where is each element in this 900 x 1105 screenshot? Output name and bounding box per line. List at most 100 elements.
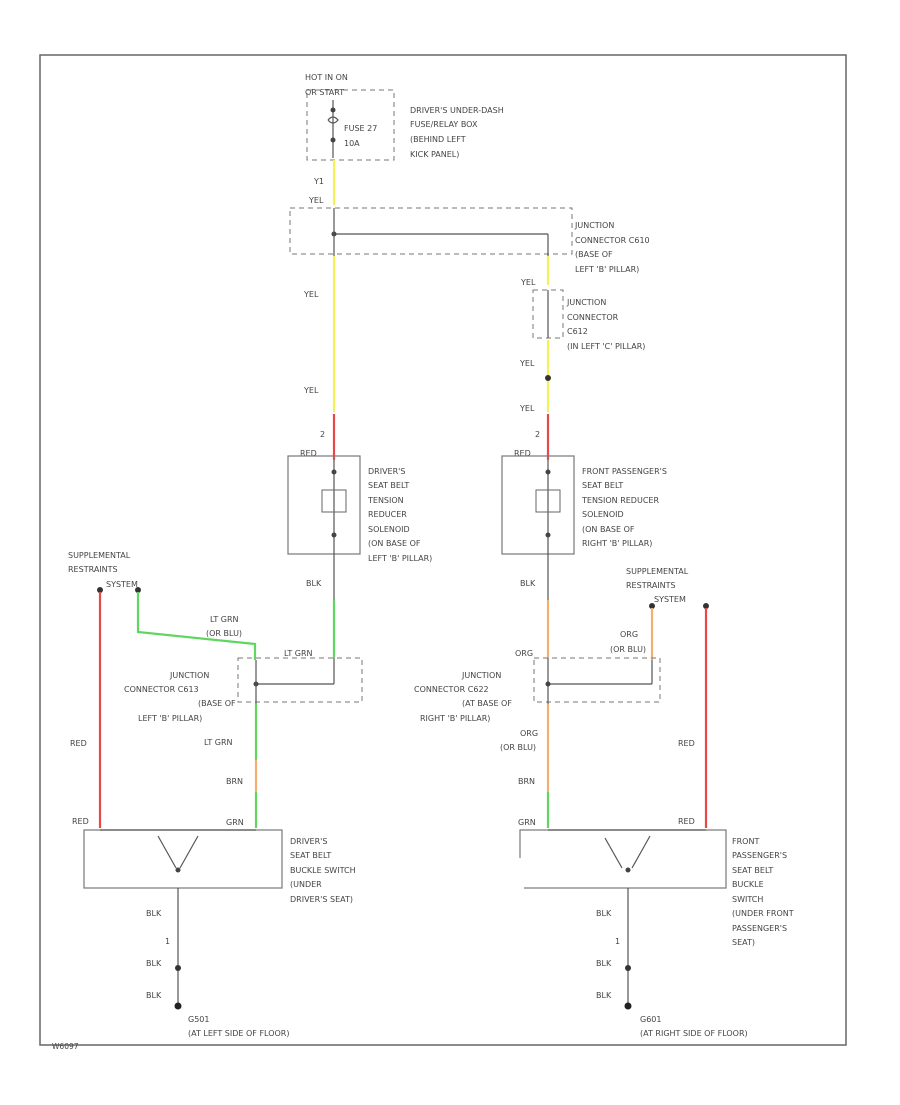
orblu-label-srs-right: (OR BLU) bbox=[610, 645, 646, 654]
orblu-label-c622-bottom: (OR BLU) bbox=[500, 743, 536, 752]
right-yel-splice bbox=[545, 375, 551, 381]
srs-right-pin-org bbox=[649, 603, 655, 609]
srs-right-label-2: RESTRAINTS bbox=[626, 581, 676, 590]
fusebox-label-3: (BEHIND LEFT bbox=[410, 135, 466, 144]
pass-switch-node bbox=[625, 867, 631, 873]
brn-label-drv: BRN bbox=[226, 777, 243, 786]
pass-switch-label-5: SWITCH bbox=[732, 895, 763, 904]
srs-left-pin-red bbox=[97, 587, 103, 593]
c610-label-2: CONNECTOR C610 bbox=[575, 236, 650, 245]
drv-solenoid-coil bbox=[321, 489, 347, 513]
drv-switch-label-2: SEAT BELT bbox=[290, 851, 331, 860]
fusebox-label-1: DRIVER'S UNDER-DASH bbox=[410, 106, 504, 115]
drv-solenoid-node-top bbox=[331, 469, 337, 475]
drv-solenoid-label-5: SOLENOID bbox=[368, 525, 410, 534]
pass-switch-box-mask bbox=[516, 858, 524, 892]
yel-label-left-2: YEL bbox=[303, 386, 319, 395]
pass-solenoid-label-2: SEAT BELT bbox=[582, 481, 623, 490]
drv-solenoid-label-4: REDUCER bbox=[368, 510, 407, 519]
c613-label-1: JUNCTION bbox=[169, 671, 209, 680]
blk-label-drv-3: BLK bbox=[146, 991, 162, 1000]
orblu-label-srs: (OR BLU) bbox=[206, 629, 242, 638]
blk-label-pass-2: BLK bbox=[596, 959, 612, 968]
drv-solenoid-label-7: LEFT 'B' PILLAR) bbox=[368, 554, 432, 563]
srs-left-label-1: SUPPLEMENTAL bbox=[68, 551, 131, 560]
drv-switch-contact-2 bbox=[179, 835, 199, 869]
drv-solenoid-label-1: DRIVER'S bbox=[368, 467, 405, 476]
drv-switch-label-1: DRIVER'S bbox=[290, 837, 327, 846]
pass-solenoid-box bbox=[501, 455, 575, 555]
fuse-box-outline bbox=[306, 89, 395, 161]
ground-left-label-1: G501 bbox=[188, 1015, 209, 1024]
pass-ground-point bbox=[624, 1002, 632, 1010]
drv-solenoid-label-6: (ON BASE OF bbox=[368, 539, 421, 548]
pin-2-left: 2 bbox=[320, 430, 325, 439]
blk-label-pass-1: BLK bbox=[596, 909, 612, 918]
c613-outline bbox=[237, 657, 363, 703]
fuse-label: FUSE 27 bbox=[344, 124, 377, 133]
drv-switch-contact bbox=[157, 835, 177, 869]
fusebox-label-4: KICK PANEL) bbox=[410, 150, 459, 159]
ground-left-label-2: (AT LEFT SIDE OF FLOOR) bbox=[188, 1029, 290, 1038]
srs-left-pin-grn bbox=[135, 587, 141, 593]
c612-yel-top-label: YEL bbox=[520, 278, 536, 287]
diagram-frame bbox=[39, 54, 847, 1046]
c613-label-3: (BASE OF bbox=[198, 699, 236, 708]
srs-right-label-1: SUPPLEMENTAL bbox=[626, 567, 689, 576]
c610-yel-top-label: YEL bbox=[308, 196, 324, 205]
c613-label-4: LEFT 'B' PILLAR) bbox=[138, 714, 202, 723]
ltgrn-label-c613-top: LT GRN bbox=[284, 649, 313, 658]
srs-left-label-2: RESTRAINTS bbox=[68, 565, 118, 574]
c610-label-4: LEFT 'B' PILLAR) bbox=[575, 265, 639, 274]
pin-y1-label: Y1 bbox=[313, 177, 324, 186]
c622-node bbox=[545, 681, 551, 687]
ltgrn-label-srs: LT GRN bbox=[210, 615, 239, 624]
drv-ground-splice bbox=[175, 965, 181, 971]
c613-label-2: CONNECTOR C613 bbox=[124, 685, 199, 694]
c622-label-3: (AT BASE OF bbox=[462, 699, 512, 708]
red-label-srs-left-mid: RED bbox=[70, 739, 87, 748]
pass-ground-splice bbox=[625, 965, 631, 971]
pass-solenoid-node-bottom bbox=[545, 532, 551, 538]
fuse-node-bottom bbox=[330, 137, 336, 143]
drv-switch-node bbox=[175, 867, 181, 873]
pass-switch-label-7: PASSENGER'S bbox=[732, 924, 787, 933]
yel-label-right-2: YEL bbox=[519, 404, 535, 413]
fuse-node-top bbox=[330, 107, 336, 113]
pass-solenoid-label-3: TENSION REDUCER bbox=[581, 496, 659, 505]
red-label-right-solenoid: RED bbox=[514, 449, 531, 458]
grn-label-drv-switch: GRN bbox=[226, 818, 244, 827]
yel-label-right-1: YEL bbox=[519, 359, 535, 368]
red-label-srs-right-mid: RED bbox=[678, 739, 695, 748]
drv-switch-label-3: BUCKLE SWITCH bbox=[290, 866, 356, 875]
c610-outline bbox=[289, 207, 573, 255]
blk-label-drv-1: BLK bbox=[146, 909, 162, 918]
pass-solenoid-label-4: SOLENOID bbox=[582, 510, 624, 519]
fusebox-label-2: FUSE/RELAY BOX bbox=[410, 120, 478, 129]
pass-switch-label-6: (UNDER FRONT bbox=[732, 909, 794, 918]
drv-solenoid-label-2: SEAT BELT bbox=[368, 481, 409, 490]
srs-right-pin-red bbox=[703, 603, 709, 609]
pass-solenoid-label-6: RIGHT 'B' PILLAR) bbox=[582, 539, 652, 548]
pass-switch-label-8: SEAT) bbox=[732, 938, 755, 947]
drv-solenoid-node-bottom bbox=[331, 532, 337, 538]
pass-solenoid-label-1: FRONT PASSENGER'S bbox=[582, 467, 667, 476]
power-label: HOT IN ON bbox=[305, 73, 348, 82]
c612-label-1: JUNCTION bbox=[566, 298, 606, 307]
org-label-c622-bottom: ORG bbox=[520, 729, 538, 738]
blk-label-drv-2: BLK bbox=[146, 959, 162, 968]
yel-label-left-1: YEL bbox=[303, 290, 319, 299]
c610-label-3: (BASE OF bbox=[575, 250, 613, 259]
c622-label-2: CONNECTOR C622 bbox=[414, 685, 489, 694]
footer-id: W6097 bbox=[52, 1042, 79, 1051]
pass-solenoid-coil bbox=[535, 489, 561, 513]
pass-switch-label-1: FRONT bbox=[732, 837, 759, 846]
red-label-left-solenoid: RED bbox=[300, 449, 317, 458]
grn-label-pass-switch: GRN bbox=[518, 818, 536, 827]
red-label-srs-left-bottom: RED bbox=[72, 817, 89, 826]
ground-right-label-1: G601 bbox=[640, 1015, 661, 1024]
red-label-srs-right-bottom: RED bbox=[678, 817, 695, 826]
c612-label-3: C612 bbox=[567, 327, 588, 336]
